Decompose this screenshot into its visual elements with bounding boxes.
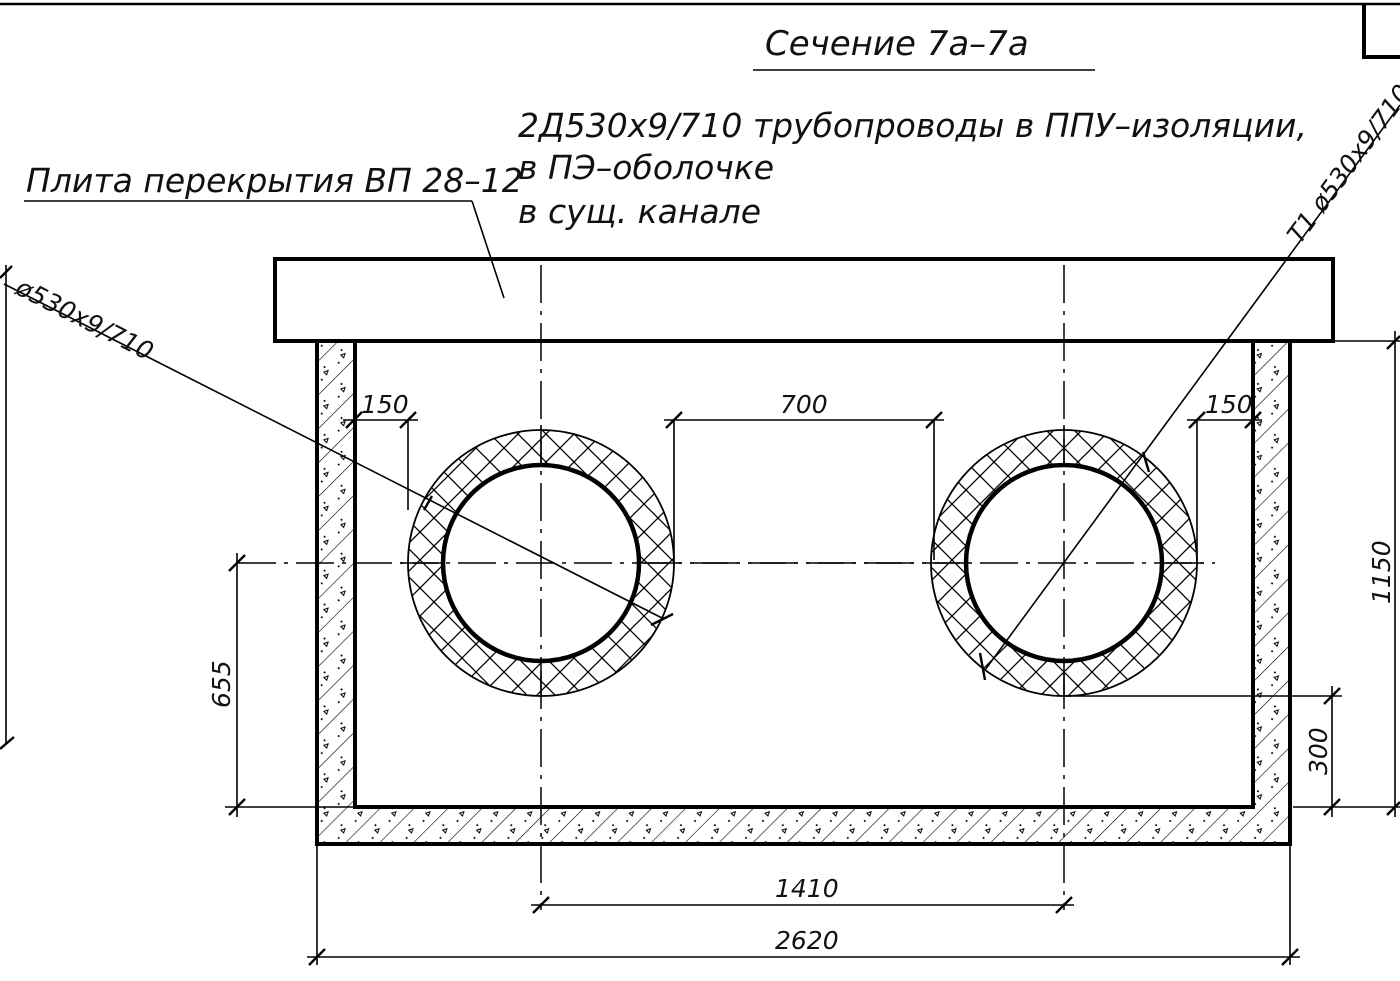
pipes-note-line1: 2Д530х9/710 трубопроводы в ППУ–изоляции,: [518, 106, 1307, 145]
dim-channel-height-value: 1150: [1367, 540, 1396, 604]
frame-corner: [1362, 4, 1400, 59]
right-diameter-leader: [984, 104, 1400, 671]
section-title: Сечение 7а–7а: [765, 24, 1029, 64]
channel-inner-contour: [353, 341, 1255, 809]
left-diameter-tick-a: [422, 495, 434, 511]
slab-leader: [471, 200, 505, 299]
right-diameter-tick-b: [1141, 451, 1151, 473]
dim-channel-height: 1150: [1293, 331, 1400, 817]
dim-axis-height: 655: [207, 553, 355, 817]
dim-pipe-gap-value: 700: [780, 390, 828, 419]
left-edge-tick-bottom: [0, 736, 15, 750]
dim-pipe-bottom-gap-value: 300: [1304, 727, 1333, 775]
left-diameter-tick-b: [650, 612, 674, 627]
dim-channel-width-value: 2620: [775, 926, 839, 955]
dim-wall-gap-right: 150: [1187, 390, 1262, 560]
dim-wall-gap-right-value: 150: [1205, 390, 1253, 419]
dim-pipe-bottom-gap: 300: [1064, 686, 1342, 817]
cover-slab: [273, 257, 1335, 343]
left-diameter-leader: [3, 283, 663, 619]
dim-wall-gap-left: 150: [343, 390, 418, 510]
dim-axis-distance-value: 1410: [775, 874, 839, 903]
dim-channel-width: 2620: [307, 844, 1300, 966]
dim-pipe-gap: 700: [664, 390, 944, 560]
left-edge-tick-top: [0, 265, 13, 279]
dim-wall-gap-left-value: 150: [361, 390, 409, 419]
channel-outer-contour: [315, 341, 1292, 846]
pipes-note-line3: в сущ. канале: [518, 192, 761, 231]
dim-axis-height-value: 655: [207, 660, 236, 708]
dim-axis-distance: 1410: [531, 874, 1074, 914]
pipes-note-line2: в ПЭ–оболочке: [518, 148, 774, 187]
left-diameter-label: ø530х9/710: [10, 272, 158, 366]
right-diameter-label: Т1 ø530х9/710: [1281, 79, 1400, 248]
right-diameter-tick-a: [978, 652, 987, 681]
slab-label: Плита перекрытия ВП 28–12: [26, 161, 523, 200]
